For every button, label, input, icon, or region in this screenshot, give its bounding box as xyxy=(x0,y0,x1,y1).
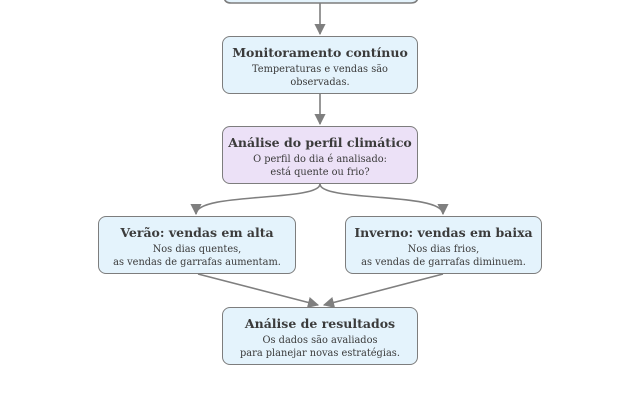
node-analise-resultados-desc-line-2: para planejar novas estratégias. xyxy=(240,348,400,359)
node-analise-perfil: Análise do perfil climático O perfil do … xyxy=(222,126,418,184)
node-monitoramento-title: Monitoramento contínuo xyxy=(232,45,408,60)
node-analise-perfil-desc-line-1: O perfil do dia é analisado: xyxy=(253,154,387,165)
edge-winter-to-results xyxy=(322,273,444,308)
node-analise-perfil-title: Análise do perfil climático xyxy=(228,135,412,150)
node-analise-resultados: Análise de resultados Os dados são avali… xyxy=(222,307,418,365)
node-verao: Verão: vendas em alta Nos dias quentes, … xyxy=(98,216,296,274)
node-inverno-desc-line-1: Nos dias frios, xyxy=(407,244,480,255)
node-monitoramento-desc-line-1: Temperaturas e vendas são xyxy=(252,64,388,75)
partial-top-node-outline xyxy=(223,0,419,4)
node-verao-title: Verão: vendas em alta xyxy=(120,225,274,240)
node-monitoramento-desc-line-2: observadas. xyxy=(290,77,350,88)
node-verao-desc-line-1: Nos dias quentes, xyxy=(152,244,242,255)
node-analise-resultados-desc-line-1: Os dados são avaliados xyxy=(262,335,378,346)
edge-analysis-to-summer xyxy=(190,183,321,216)
node-inverno-desc-line-2: as vendas de garrafas diminuem. xyxy=(361,257,526,268)
node-analise-resultados-title: Análise de resultados xyxy=(244,316,396,331)
node-inverno-title: Inverno: vendas em baixa xyxy=(354,225,533,240)
edge-summer-to-results xyxy=(197,273,320,308)
node-monitoramento: Monitoramento contínuo Temperaturas e ve… xyxy=(222,36,418,94)
edge-analysis-to-winter xyxy=(319,183,449,216)
node-analise-perfil-desc-line-2: está quente ou frio? xyxy=(270,167,370,178)
node-inverno: Inverno: vendas em baixa Nos dias frios,… xyxy=(345,216,542,274)
node-verao-desc-line-2: as vendas de garrafas aumentam. xyxy=(113,257,281,268)
